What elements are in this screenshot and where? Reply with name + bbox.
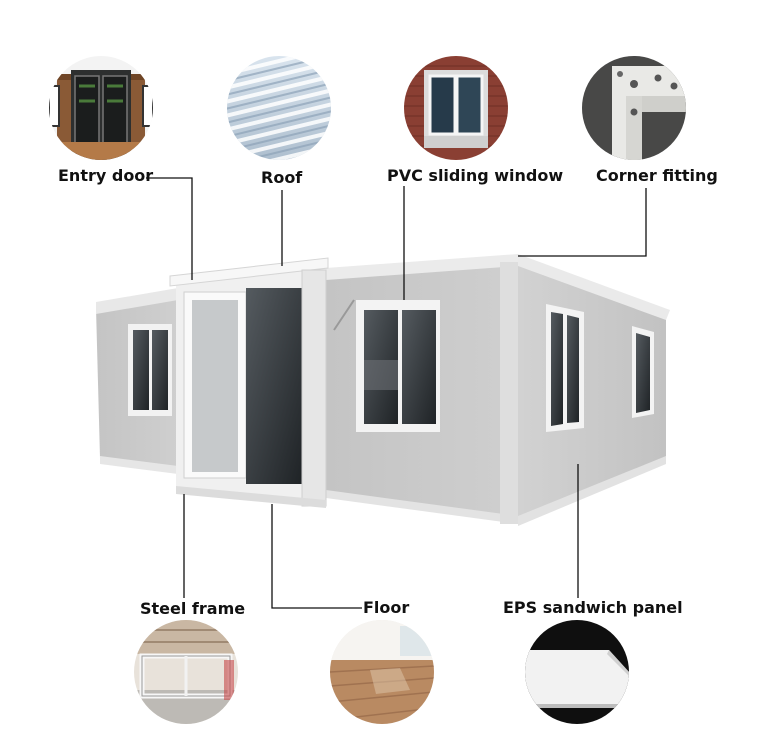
roof-thumbnail <box>227 56 331 160</box>
steel-frame-label: Steel frame <box>140 599 246 618</box>
steel-frame-thumbnail <box>134 620 238 724</box>
door-module <box>169 257 329 508</box>
floor-label: Floor <box>363 598 410 617</box>
main-side-wall <box>500 254 670 526</box>
entry-door-label: Entry door <box>58 166 154 185</box>
pvc-window-label: PVC sliding window <box>387 166 564 185</box>
main-front-wall <box>326 254 518 524</box>
eps-panel-thumbnail <box>525 620 629 724</box>
roof-label: Roof <box>261 168 303 187</box>
entry-door-thumbnail <box>49 56 153 160</box>
eps-panel-label: EPS sandwich panel <box>503 598 683 617</box>
leader-lines <box>146 177 647 609</box>
corner-fitting-thumbnail <box>582 56 686 160</box>
pvc-window-thumbnail <box>404 56 508 160</box>
corner-fitting-label: Corner fitting <box>596 166 718 185</box>
left-wing <box>96 288 178 474</box>
floor-thumbnail <box>330 620 434 724</box>
